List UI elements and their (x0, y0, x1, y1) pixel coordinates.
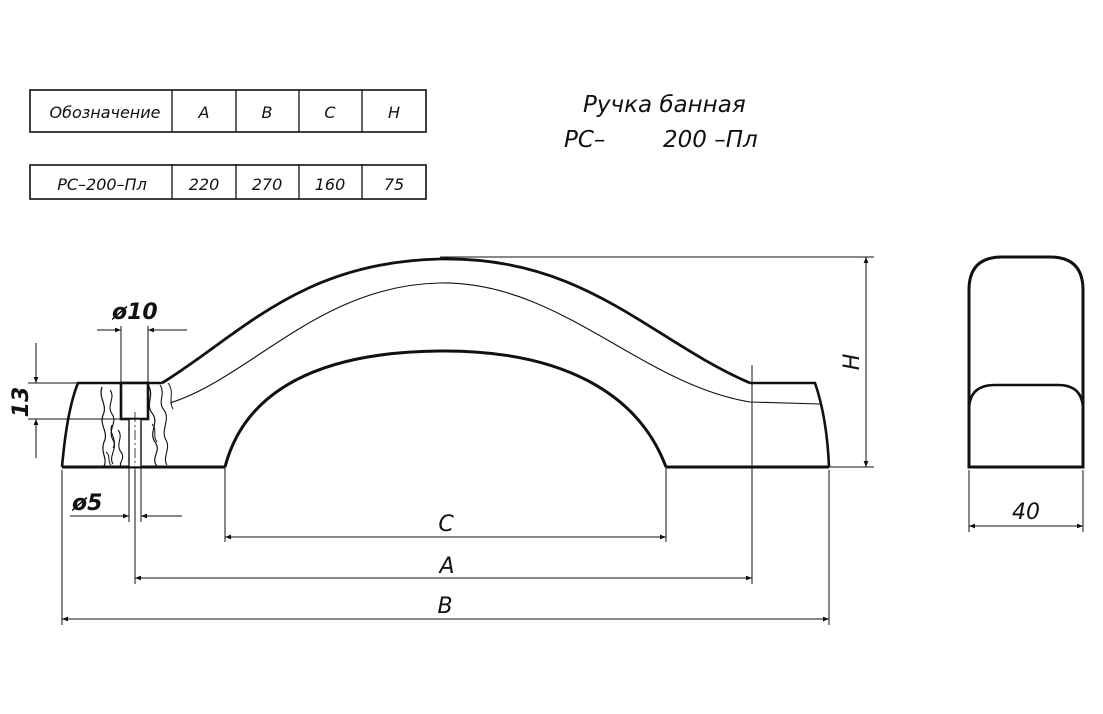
data-row-frame (29, 164, 427, 200)
title-line-2-suffix: 200 –Пл (663, 127, 758, 153)
dim-13-label: 13 (9, 387, 34, 418)
dim-c-label: C (438, 512, 454, 537)
dim-b-label: B (437, 594, 452, 619)
dim-dia10: ø10 (97, 300, 187, 383)
dim-b: B (61, 470, 830, 625)
handle-front-view (60, 257, 831, 470)
dim-13: 13 (9, 343, 121, 458)
cell-a: 220 (189, 175, 220, 194)
dim-c: C (224, 467, 667, 542)
handle-inner-profile (169, 282, 821, 405)
section-hatching (100, 382, 174, 467)
left-end-outline (60, 381, 162, 468)
dim-h: H (440, 256, 874, 468)
dim-dia5: ø5 (70, 467, 182, 522)
cell-designation: РС–200–Пл (57, 175, 147, 194)
handle-top-profile (161, 257, 751, 385)
header-c: C (324, 103, 336, 122)
dim-dia5-label: ø5 (71, 491, 102, 516)
dim-40-label: 40 (1012, 500, 1040, 525)
title-line-1: Ручка банная (583, 92, 746, 118)
side-view-inner-edge (967, 383, 1085, 411)
handle-arch-opening (223, 349, 668, 468)
title-line-2-prefix: РС– (564, 127, 605, 153)
cell-h: 75 (384, 175, 404, 194)
counterbore-10 (119, 381, 150, 421)
dim-a: A (134, 365, 753, 584)
header-row-frame (29, 89, 427, 133)
side-view-outline (967, 255, 1085, 469)
dim-h-label: H (840, 354, 865, 371)
cell-b: 270 (252, 175, 283, 194)
handle-side-view: 40 (967, 255, 1085, 532)
drawing-title: Ручка банная РС– 200 –Пл (564, 92, 758, 153)
cell-c: 160 (315, 175, 346, 194)
dim-dia10-label: ø10 (111, 300, 158, 325)
header-h: H (388, 103, 400, 122)
dim-a-label: A (437, 554, 454, 579)
header-designation: Обозначение (49, 103, 160, 122)
header-b: B (262, 103, 273, 122)
header-a: A (198, 103, 210, 122)
spec-table: Обозначение A B C H РС–200–Пл 220 270 16… (29, 89, 427, 200)
right-end-outline (750, 381, 831, 468)
